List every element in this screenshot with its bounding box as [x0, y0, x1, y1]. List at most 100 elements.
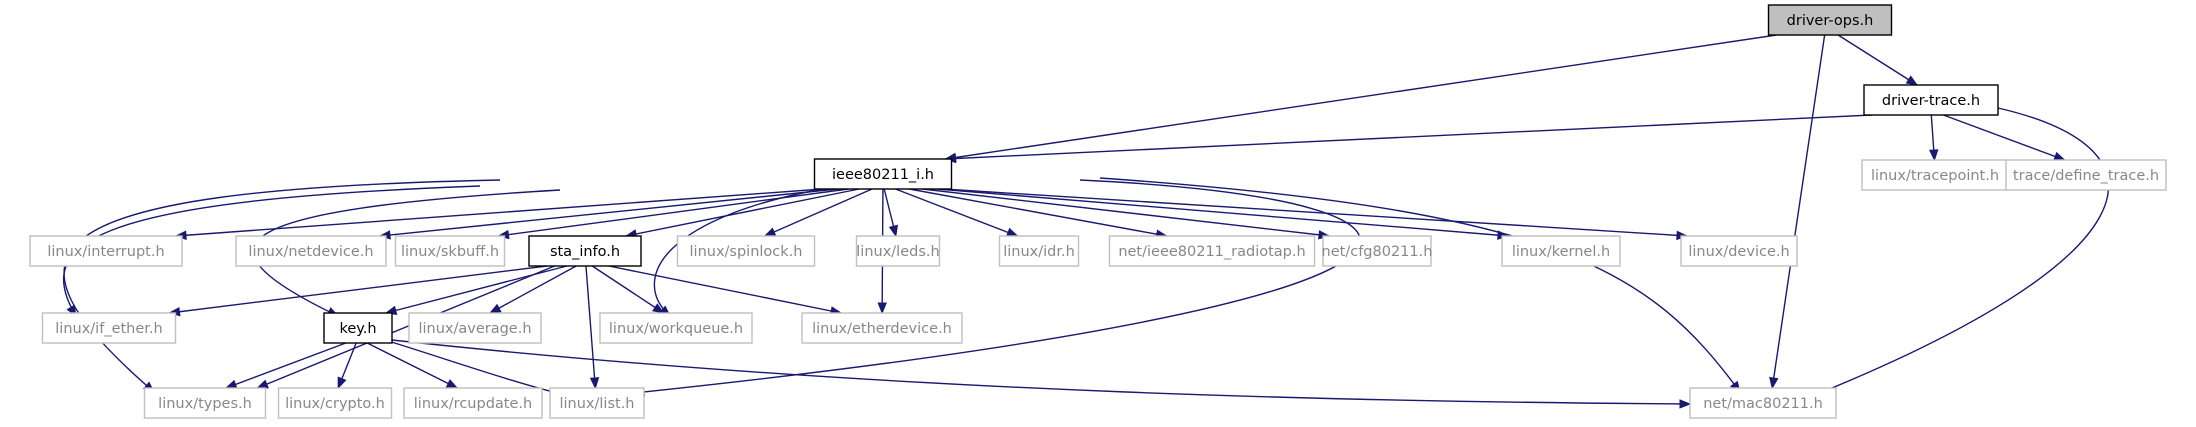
edge-sta_info-to-if_ether	[168, 265, 548, 317]
node-etherdevice: linux/etherdevice.h	[801, 312, 963, 344]
edge-line	[391, 339, 1691, 405]
edge-arrowhead	[1005, 227, 1019, 237]
edge-sta_info-to-average	[488, 265, 577, 314]
edge-arrowhead	[1905, 75, 1919, 86]
edge-line	[591, 265, 664, 314]
edge-line	[498, 188, 849, 237]
edge-line	[585, 265, 597, 389]
edge-driver_trace-to-mac80211	[1808, 107, 2110, 398]
edge-line	[945, 34, 1777, 160]
node-box	[676, 235, 816, 267]
node-driver-ops[interactable]: driver-ops.h	[1767, 4, 1893, 36]
node-box	[41, 312, 177, 344]
edge-arrowhead	[1928, 149, 1939, 162]
edge-driver_ops-to-driver_trace	[1837, 34, 1919, 86]
node-label: linux/workqueue.h	[609, 321, 743, 337]
node-kernel: linux/kernel.h	[1501, 235, 1621, 267]
edge-driver_trace-to-tracepoint	[1928, 114, 1939, 162]
edge-arrowhead	[256, 379, 269, 389]
edge-key-to-mac80211	[391, 339, 1692, 409]
node-box	[549, 387, 645, 419]
edge-sta_info-to-etherdevice	[608, 265, 843, 316]
edge-line	[489, 265, 577, 314]
edge-arrowhead	[445, 379, 459, 389]
edge-line	[1771, 34, 1826, 389]
edge-ieee80211_i-to-skbuff	[497, 188, 849, 240]
edge-arrowhead	[337, 376, 347, 390]
node-cfg80211: net/cfg80211.h	[1322, 235, 1433, 267]
node-netdevice: linux/netdevice.h	[235, 235, 387, 267]
edge-arrowhead	[2053, 151, 2066, 161]
edge-arrowhead	[877, 302, 887, 315]
node-box	[1863, 84, 1999, 116]
edge-arrowhead	[1679, 399, 1692, 409]
edge-line	[895, 188, 1018, 237]
node-label: linux/etherdevice.h	[812, 321, 952, 337]
edge-line	[379, 188, 838, 237]
node-label: linux/leds.h	[856, 244, 939, 260]
edge-sta_info-to-key	[384, 265, 568, 315]
edge-ieee80211_i-to-interrupt	[174, 188, 823, 240]
edge-ieee80211_i-to-types	[63, 179, 501, 393]
edge-key-to-types	[224, 342, 347, 389]
node-ieee80211-i[interactable]: ieee80211_i.h	[813, 158, 953, 190]
edge-arrowhead	[652, 303, 665, 314]
edge-line	[1809, 107, 2110, 398]
edge-arrowhead	[589, 377, 600, 390]
node-box	[277, 387, 393, 419]
node-types: linux/types.h	[143, 387, 267, 419]
node-list: linux/list.h	[549, 387, 645, 419]
node-label: linux/idr.h	[1003, 244, 1075, 260]
edge-ieee80211_i-to-device	[943, 188, 1689, 241]
node-box	[323, 312, 393, 344]
node-label: linux/if_ether.h	[55, 321, 162, 337]
node-label: net/ieee80211_radiotap.h	[1118, 244, 1305, 260]
edge-line	[63, 179, 501, 393]
node-box	[801, 312, 963, 344]
node-label: net/cfg80211.h	[1322, 244, 1433, 260]
node-box	[1689, 387, 1837, 419]
node-box	[394, 235, 506, 267]
edge-line	[62, 185, 481, 317]
edge-line	[937, 188, 1509, 237]
node-driver-trace[interactable]: driver-trace.h	[1863, 84, 1999, 116]
node-label: ieee80211_i.h	[832, 167, 934, 183]
edge-line	[225, 342, 347, 389]
node-label: sta_info.h	[550, 244, 620, 260]
node-label: linux/device.h	[1688, 244, 1789, 260]
node-box	[599, 312, 753, 344]
node-label: linux/crypto.h	[285, 396, 385, 412]
edge-ieee80211_i-to-radiotap	[909, 188, 1168, 239]
edge-line	[257, 265, 555, 389]
node-device: linux/device.h	[1680, 235, 1798, 267]
node-crypto: linux/crypto.h	[277, 387, 393, 419]
node-mac80211: net/mac80211.h	[1689, 387, 1837, 419]
node-workqueue: linux/workqueue.h	[599, 312, 753, 344]
node-box	[855, 235, 941, 267]
node-box	[408, 312, 542, 344]
node-key[interactable]: key.h	[323, 312, 393, 344]
node-label: linux/tracepoint.h	[1871, 168, 1999, 184]
edge-line	[385, 265, 568, 314]
node-box	[813, 158, 953, 190]
node-label: driver-trace.h	[1882, 93, 1980, 109]
edge-sta_info-to-workqueue	[591, 265, 665, 314]
node-spinlock: linux/spinlock.h	[676, 235, 816, 267]
node-box	[1322, 235, 1432, 267]
edge-line	[625, 188, 860, 237]
node-box	[1861, 159, 2009, 191]
edge-arrowhead	[763, 227, 777, 237]
node-define-trace: trace/define_trace.h	[2005, 159, 2167, 191]
node-if-ether: linux/if_ether.h	[41, 312, 177, 344]
node-box	[403, 387, 543, 419]
node-box	[143, 387, 267, 419]
node-sta-info[interactable]: sta_info.h	[528, 235, 642, 267]
node-label: linux/types.h	[158, 396, 252, 412]
node-label: net/mac80211.h	[1703, 396, 1823, 412]
node-box	[1680, 235, 1798, 267]
node-label: linux/kernel.h	[1512, 244, 1610, 260]
edge-line	[175, 188, 823, 237]
edge-line	[764, 188, 873, 237]
node-average: linux/average.h	[408, 312, 542, 344]
